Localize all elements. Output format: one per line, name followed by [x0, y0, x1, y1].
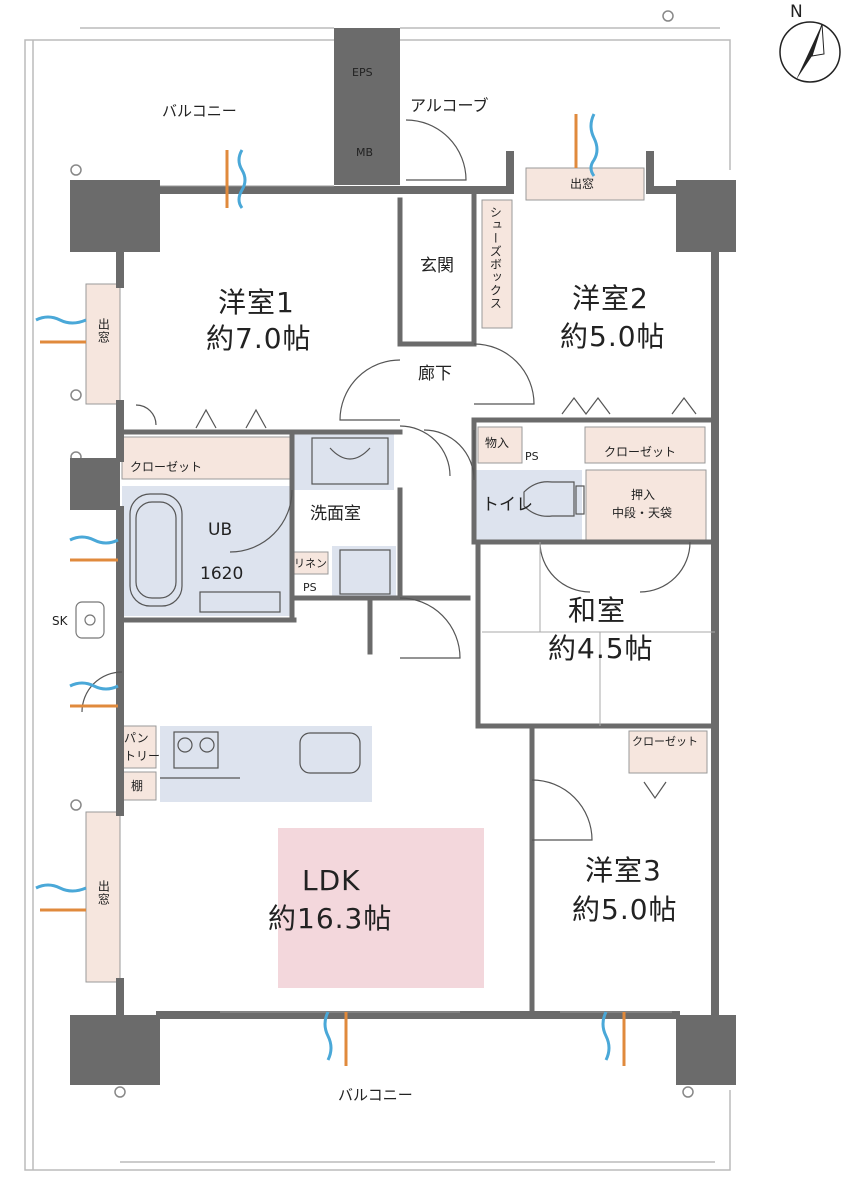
fixtures: [129, 437, 585, 779]
compass-north-label: N: [790, 2, 803, 22]
sk-label: SK: [52, 614, 68, 628]
bedroom3-name: 洋室3: [585, 854, 662, 887]
storage-label: 物入: [485, 436, 510, 450]
unit-bath-size: 1620: [200, 564, 244, 584]
closet-br3-label: クローゼット: [632, 735, 698, 748]
bedroom2-name: 洋室2: [572, 282, 649, 315]
door-swings: [81, 119, 697, 841]
bedroom1-size: 約7.0帖: [206, 322, 312, 355]
bay-window-left-upper-label: 出窓: [96, 318, 111, 344]
bedroom1-name: 洋室1: [218, 286, 295, 319]
unit-bath-name: UB: [208, 520, 233, 540]
eps-label: EPS: [352, 66, 373, 79]
tatami-lines: [482, 542, 715, 726]
balcony-south-label: バルコニー: [338, 1086, 413, 1104]
balcony-railing: [24, 39, 731, 1171]
washer-area: [332, 546, 396, 598]
kitchen-counter: [160, 726, 372, 802]
bedroom3-size: 約5.0帖: [572, 893, 678, 926]
linen-label: リネン: [294, 557, 327, 570]
shoe-box-label: シューズボックス: [488, 206, 503, 310]
windows: [80, 27, 720, 1013]
washroom-label: 洗面室: [310, 504, 361, 524]
toilet-label: トイレ: [482, 495, 533, 515]
entrance-label: 玄関: [420, 256, 454, 276]
closet-right-label: クローゼット: [604, 445, 677, 459]
washroom-vanity-area: [294, 434, 394, 490]
bedroom2-size: 約5.0帖: [560, 320, 666, 353]
washitsu-name: 和室: [568, 594, 627, 627]
washitsu-size: 約4.5帖: [548, 632, 654, 665]
ps-upper-label: PS: [525, 450, 539, 463]
bay-window-left-lower-label: 出窓: [96, 880, 111, 906]
shelf-label: 棚: [131, 779, 144, 793]
sk-sink-icon: [75, 601, 105, 639]
ps-lower-label: PS: [303, 581, 317, 594]
ventilation-arrows: [35, 113, 626, 1066]
hallway-label: 廊下: [418, 364, 452, 384]
pantry-line1: パン: [124, 731, 149, 745]
balcony-north-label: バルコニー: [162, 102, 237, 120]
storage-boxes: [85, 167, 708, 983]
ldk-size: 約16.3帖: [268, 902, 393, 935]
oshiire-line1: 押入: [631, 488, 656, 502]
ldk-highlight: [278, 828, 484, 988]
oshiire-line2: 中段・天袋: [612, 506, 673, 520]
compass-icon: [779, 21, 841, 83]
closet-left-label: クローゼット: [130, 460, 203, 474]
wall-lines: [116, 151, 719, 1019]
bay-window-top-label: 出窓: [570, 177, 595, 191]
walls: [70, 28, 736, 1085]
alcove-label: アルコーブ: [410, 96, 489, 115]
pantry-line2: トリー: [124, 749, 161, 763]
ldk-name: LDK: [302, 864, 361, 897]
mb-label: MB: [356, 146, 374, 159]
unit-bath-area: [122, 486, 292, 616]
